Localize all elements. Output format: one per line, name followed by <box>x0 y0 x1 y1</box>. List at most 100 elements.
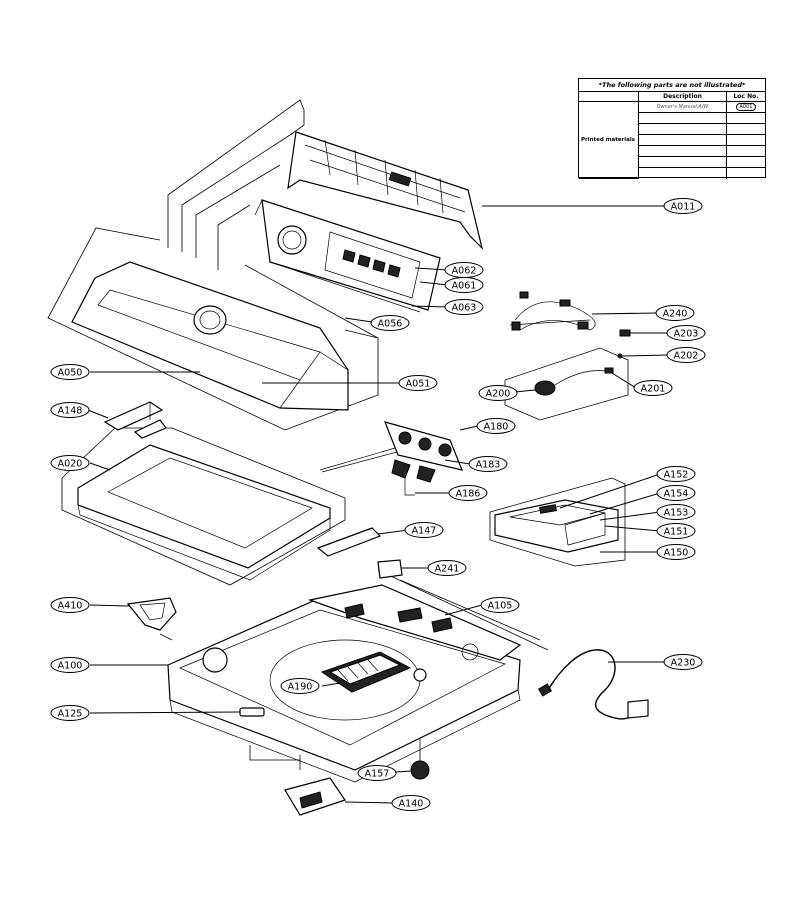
part-a140-pump <box>284 777 346 816</box>
callout-oval <box>357 765 397 781</box>
part-a147-lid-switch <box>316 527 382 557</box>
callout-oval <box>480 597 520 613</box>
callout-oval <box>656 466 696 482</box>
callout-a230: A230 <box>663 654 703 670</box>
callout-a240: A240 <box>655 305 695 321</box>
table-row-description: Owner's Manual,A/W <box>639 102 727 113</box>
part-a148-bracket <box>103 401 167 439</box>
callout-oval <box>427 560 467 576</box>
callout-oval <box>666 325 706 341</box>
callout-oval <box>468 456 508 472</box>
callout-label: A125 <box>58 708 83 719</box>
callout-a201: A201 <box>633 380 673 396</box>
callout-a153: A153 <box>656 504 696 520</box>
callout-oval <box>280 678 320 694</box>
part-a157-socket <box>413 668 427 682</box>
callout-oval <box>404 522 444 538</box>
callout-label: A100 <box>58 660 83 671</box>
part-a230-power-cord <box>537 649 649 720</box>
callout-oval <box>476 418 516 434</box>
callout-oval <box>663 654 703 670</box>
callout-a157: A157 <box>357 765 397 781</box>
callout-label: A203 <box>674 328 699 339</box>
callout-label: A011 <box>671 201 696 212</box>
callout-oval <box>666 347 706 363</box>
callout-a140: A140 <box>391 795 431 811</box>
part-a203-connector <box>619 329 631 337</box>
part-a150-dispenser <box>494 499 619 553</box>
part-a190-filter <box>320 651 412 693</box>
callout-a154: A154 <box>656 485 696 501</box>
table-title: *The following parts are not illustrated… <box>579 79 765 92</box>
callout-label: A180 <box>484 421 509 432</box>
callout-label: A150 <box>664 547 689 558</box>
part-a240-wire-harness <box>509 291 596 331</box>
callout-a147: A147 <box>404 522 444 538</box>
part-a241-relay <box>377 559 403 579</box>
callout-oval <box>50 705 90 721</box>
table-row-description <box>639 113 727 124</box>
table-row-loc <box>727 135 765 146</box>
header-loc-no: Loc No. <box>727 92 765 102</box>
table-row-description <box>639 124 727 135</box>
callout-oval <box>633 380 673 396</box>
loc-badge: A001 <box>735 103 757 111</box>
callout-label: A240 <box>663 308 688 319</box>
part-a050-control-panel <box>71 261 349 411</box>
callout-label: A105 <box>488 600 513 611</box>
callout-oval <box>391 795 431 811</box>
callout-label: A061 <box>452 280 477 291</box>
callout-a063: A063 <box>444 299 484 315</box>
callout-label: A152 <box>664 469 689 480</box>
callout-label: A230 <box>671 657 696 668</box>
callout-a241: A241 <box>427 560 467 576</box>
table-row-description <box>639 146 727 157</box>
part-a200-pressure-switch <box>534 367 614 396</box>
callout-label: A151 <box>664 526 689 537</box>
callout-oval <box>50 402 90 418</box>
callout-a050: A050 <box>50 364 90 380</box>
callout-oval <box>50 455 90 471</box>
table-row-loc <box>727 157 765 168</box>
callout-a051: A051 <box>398 375 438 391</box>
header-description: Description <box>639 92 727 102</box>
table-row-description <box>639 157 727 168</box>
part-a125-hook <box>239 707 265 717</box>
callout-a061: A061 <box>444 277 484 293</box>
not-illustrated-parts-table: *The following parts are not illustrated… <box>578 78 766 179</box>
part-a410-knob <box>126 597 177 631</box>
callout-oval <box>50 597 90 613</box>
callout-a152: A152 <box>656 466 696 482</box>
callout-layer: A011A062A061A063A056A240A203A202A050A051… <box>50 198 706 811</box>
callout-oval <box>663 198 703 214</box>
callout-label: A063 <box>452 302 477 313</box>
callout-oval <box>444 299 484 315</box>
callout-a148: A148 <box>50 402 90 418</box>
callout-a100: A100 <box>50 657 90 673</box>
callout-label: A201 <box>641 383 666 394</box>
callout-label: A190 <box>288 681 313 692</box>
callout-label: A153 <box>664 507 689 518</box>
callout-oval <box>656 504 696 520</box>
table-corner-cell <box>579 92 639 102</box>
callout-label: A050 <box>58 367 83 378</box>
callout-label: A062 <box>452 265 477 276</box>
callout-a125: A125 <box>50 705 90 721</box>
table-row-loc: A001 <box>727 102 765 113</box>
callout-a020: A020 <box>50 455 90 471</box>
table-row-loc <box>727 146 765 157</box>
table-row-description <box>639 135 727 146</box>
callout-oval <box>656 485 696 501</box>
callout-label: A410 <box>58 600 83 611</box>
callout-a151: A151 <box>656 523 696 539</box>
table-row-description <box>639 168 727 179</box>
callout-a190: A190 <box>280 678 320 694</box>
part-a202-screw <box>617 353 623 359</box>
callout-label: A157 <box>365 768 390 779</box>
callout-oval <box>478 385 518 401</box>
part-a180-water-valve <box>319 421 463 496</box>
callout-label: A154 <box>664 488 689 499</box>
callout-label: A147 <box>412 525 437 536</box>
